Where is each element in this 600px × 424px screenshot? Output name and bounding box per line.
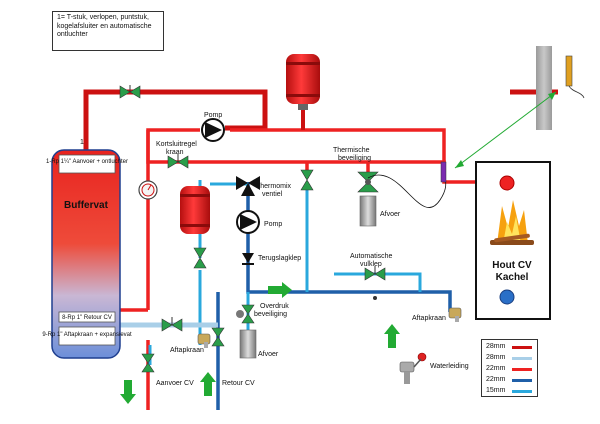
valve-top-left-icon	[119, 85, 141, 99]
valve-retour-cv-icon	[211, 327, 225, 347]
flow-arrow-down-aanvoer	[120, 380, 136, 404]
label-waterleiding: Waterleiding	[430, 363, 469, 370]
flow-arrow-up-retour	[200, 372, 216, 396]
buffervat	[51, 149, 121, 359]
label-kortsluit-1: Kortsluitregel	[156, 141, 197, 148]
label-aftapkraan-left: Aftapkraan	[170, 347, 204, 354]
legend-size-5: 15mm	[486, 387, 506, 394]
sensor-wire	[367, 161, 447, 208]
label-automatische-1: Automatische	[350, 253, 393, 260]
valve-expansion-left-icon	[193, 247, 207, 269]
kachel-title-line2: Kachel	[496, 272, 529, 283]
water-supply-valve-icon	[399, 352, 427, 384]
thermometer-icon	[138, 180, 158, 200]
legend-swatch-2	[512, 357, 532, 360]
buffervat-retour-label: 8-Rp 1" Retour CV	[62, 315, 112, 321]
pipe-legend: 28mm 28mm 22mm 22mm 15mm	[481, 339, 538, 397]
legend-swatch-1	[512, 346, 532, 349]
label-overdruk-1: Overdruk	[260, 303, 289, 310]
valve-thermische-icon	[300, 169, 314, 191]
buffervat-top-label: 1-Rp 1¼" Aanvoer + ontluchter	[46, 159, 128, 165]
legend-size-2: 28mm	[486, 354, 506, 361]
legend-swatch-4	[512, 379, 532, 382]
label-retour-cv: Retour CV	[222, 380, 255, 387]
label-afvoer-right: Afvoer	[380, 211, 401, 218]
kachel-flow-connection	[499, 175, 515, 191]
wall-sensor-icon	[565, 55, 585, 99]
flow-arrow-up-overdruk	[384, 324, 400, 348]
connection-number: 1	[80, 139, 84, 146]
buffervat-top-label-line: 1-Rp 1¼" Aanvoer + ontluchter	[46, 159, 128, 165]
pipes-blue-22mm	[216, 182, 452, 410]
label-thermische-2: beveiliging	[338, 155, 371, 162]
wall-section	[536, 46, 552, 130]
expansion-vessel-top-icon	[286, 54, 320, 130]
legend-size-3: 22mm	[486, 365, 506, 372]
drain-tap-left-icon	[197, 333, 211, 348]
label-thermomix-2: ventiel	[262, 191, 283, 198]
pump-top-icon	[201, 118, 225, 142]
drain-tube-right-icon	[359, 195, 377, 227]
legend-swatch-3	[512, 368, 532, 371]
legend-swatch-5	[512, 390, 532, 393]
pump-mid-icon	[236, 210, 260, 234]
flow-arrow-right	[268, 282, 292, 298]
drain-tube-bottom-icon	[239, 329, 257, 359]
link-arrow	[454, 91, 557, 169]
valve-thermische-main-icon	[357, 171, 379, 193]
label-overdruk-2: beveiliging	[254, 311, 287, 318]
label-pump-top: Pomp	[204, 112, 222, 119]
valve-overdruk-icon	[236, 304, 255, 324]
label-thermomix-1: Thermomix	[256, 183, 292, 190]
buffervat-title: Buffervat	[64, 200, 109, 211]
valve-retour-left-icon	[161, 317, 183, 332]
valve-kortsluit-icon	[167, 154, 189, 169]
fire-icon	[490, 200, 534, 245]
label-afvoer-bottom: Afvoer	[258, 351, 279, 358]
kachel-return-connection	[499, 289, 515, 305]
valve-aanvoer-cv-icon	[141, 353, 155, 373]
flow-arrows	[120, 282, 400, 404]
thermomix-valve-icon	[236, 176, 260, 196]
label-automatische-2: vulklep	[360, 261, 382, 268]
label-pump-mid: Pomp	[264, 221, 282, 228]
label-aanvoer-cv: Aanvoer CV	[156, 380, 194, 387]
sensor-probe	[440, 161, 447, 183]
kachel-title-line1: Hout CV	[492, 260, 532, 271]
label-thermische-1: Thermische	[333, 147, 370, 154]
expansion-vessel-left-icon	[180, 186, 210, 234]
note-text: 1= T-stuk, verlopen, puntstuk, kogelafsl…	[57, 14, 152, 38]
label-kortsluit-2: kraan	[166, 149, 184, 156]
legend-size-4: 22mm	[486, 376, 506, 383]
drain-tap-right-icon	[448, 307, 462, 322]
label-terugslagklep: Terugslagklep	[258, 255, 301, 262]
buffervat-aftap-label: 9-Rp 1" Aftapkraan + expansievat	[42, 332, 132, 338]
label-aftapkraan-right: Aftapkraan	[412, 315, 446, 322]
valve-vulklep-icon	[364, 266, 386, 300]
pipes-red-28mm	[83, 89, 268, 152]
note-box: 1= T-stuk, verlopen, puntstuk, kogelafsl…	[52, 11, 164, 51]
legend-size-1: 28mm	[486, 343, 506, 350]
check-valve-icon	[242, 253, 254, 265]
